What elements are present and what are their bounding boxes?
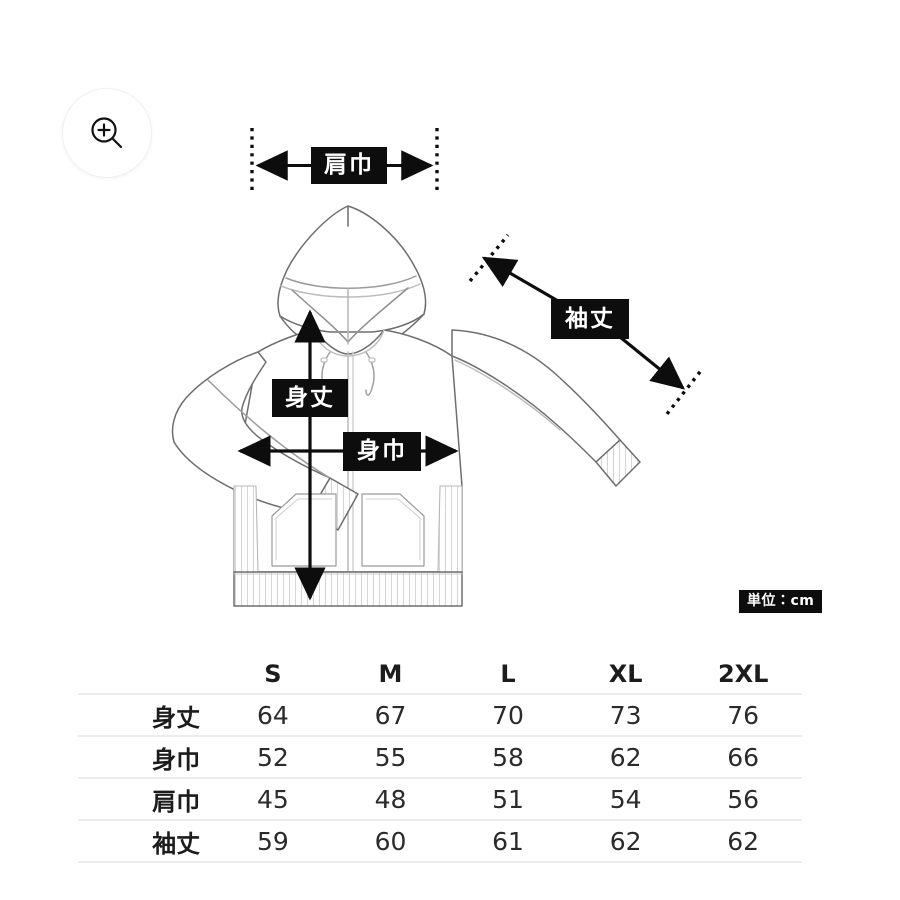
table-corner-cell — [78, 655, 215, 695]
cell-body-width-m: 55 — [331, 736, 450, 779]
row-label-shoulder-width: 肩巾 — [78, 778, 215, 821]
shoulder-guides — [250, 128, 439, 194]
row-label-body-length: 身丈 — [78, 694, 215, 737]
zoom-in-button[interactable] — [63, 89, 151, 177]
cell-sleeve-length-xl: 62 — [566, 820, 685, 863]
table-row: 袖丈 59 60 61 62 62 — [78, 820, 802, 863]
label-body-length: 身丈 — [272, 379, 348, 417]
cell-body-length-xl: 73 — [566, 694, 685, 737]
cell-sleeve-length-s: 59 — [214, 820, 332, 863]
cell-shoulder-width-2xl: 56 — [684, 778, 802, 821]
cell-body-width-xl: 62 — [566, 736, 685, 779]
column-header-l: L — [449, 655, 567, 695]
cell-shoulder-width-m: 48 — [331, 778, 450, 821]
unit-badge: 単位：cm — [739, 590, 823, 613]
cell-shoulder-width-xl: 54 — [566, 778, 685, 821]
cell-sleeve-length-m: 60 — [331, 820, 450, 863]
magnifier-plus-icon — [91, 117, 123, 149]
cell-shoulder-width-s: 45 — [214, 778, 332, 821]
table-row: 肩巾 45 48 51 54 56 — [78, 778, 802, 821]
row-label-sleeve-length: 袖丈 — [78, 820, 215, 863]
table-header-row: S M L XL 2XL — [78, 655, 802, 695]
cell-body-length-l: 70 — [449, 694, 567, 737]
column-header-m: M — [331, 655, 450, 695]
label-body-width: 身巾 — [343, 432, 421, 471]
cell-body-width-2xl: 66 — [684, 736, 802, 779]
cell-shoulder-width-l: 51 — [449, 778, 567, 821]
column-header-xl: XL — [566, 655, 685, 695]
cell-sleeve-length-l: 61 — [449, 820, 567, 863]
cell-body-length-m: 67 — [331, 694, 450, 737]
cell-body-length-s: 64 — [214, 694, 332, 737]
table-row: 身巾 52 55 58 62 66 — [78, 736, 802, 779]
label-sleeve-length: 袖丈 — [551, 299, 629, 339]
size-table: S M L XL 2XL 身丈 64 67 70 73 76 身巾 52 55 … — [78, 655, 802, 863]
hoodie-diagram — [171, 128, 705, 607]
table-row: 身丈 64 67 70 73 76 — [78, 694, 802, 737]
cell-body-length-2xl: 76 — [684, 694, 802, 737]
sleeve-guides — [468, 233, 705, 416]
column-header-2xl: 2XL — [684, 655, 802, 695]
cell-sleeve-length-2xl: 62 — [684, 820, 802, 863]
cell-body-width-l: 58 — [449, 736, 567, 779]
column-header-s: S — [214, 655, 332, 695]
row-label-body-width: 身巾 — [78, 736, 215, 779]
cell-body-width-s: 52 — [214, 736, 332, 779]
label-shoulder-width: 肩巾 — [311, 147, 387, 184]
